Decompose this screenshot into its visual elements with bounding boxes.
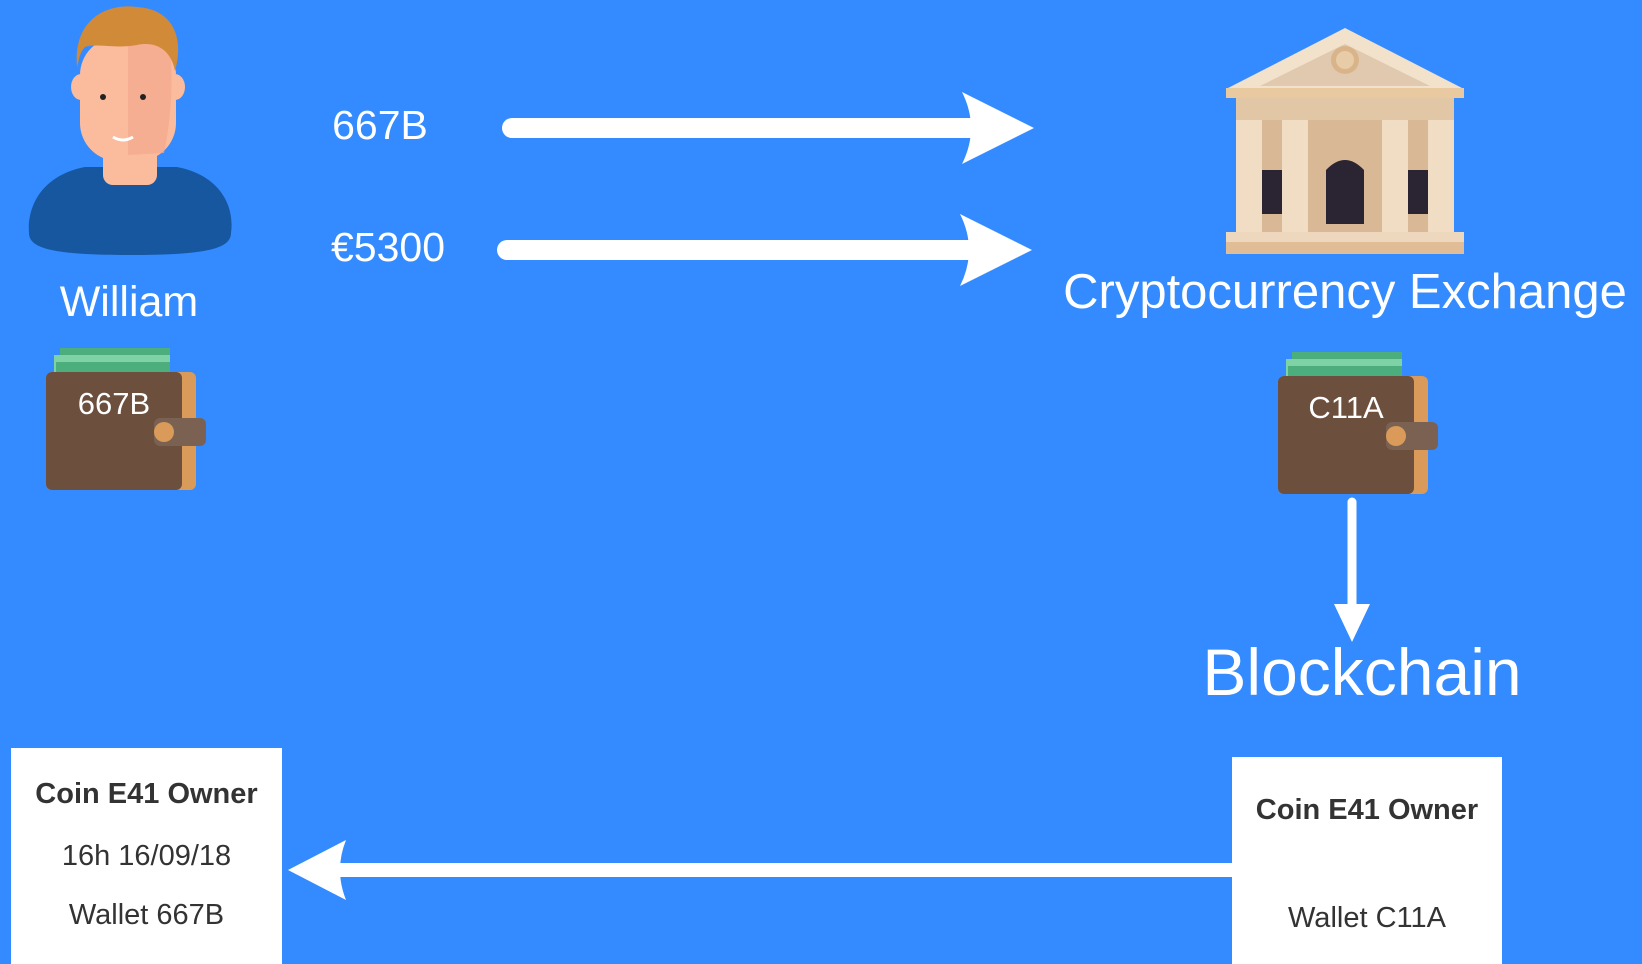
wallet-icon xyxy=(46,348,206,490)
transfer-label-wallet: 667B xyxy=(332,102,428,148)
wallet-id-william: 667B xyxy=(77,386,151,421)
arrow-to-blockchain xyxy=(1334,497,1370,642)
exchange-name: Cryptocurrency Exchange xyxy=(1063,265,1627,319)
bank-icon xyxy=(1226,28,1464,254)
person-name: William xyxy=(59,278,199,326)
blockchain-label: Blockchain xyxy=(1202,635,1522,709)
arrow-to-exchange-top xyxy=(502,92,1034,164)
record-title: Coin E41 Owner xyxy=(35,778,258,810)
record-wallet: Wallet C11A xyxy=(1288,902,1446,934)
owner-record-william: Coin E41 Owner 16h 16/09/18 Wallet 667B xyxy=(11,748,282,964)
record-time: 16h 16/09/18 xyxy=(61,840,232,872)
transfer-label-euro: €5300 xyxy=(330,224,445,270)
wallet-id-exchange: C11A xyxy=(1308,390,1384,425)
owner-record-exchange: Coin E41 Owner Wallet C11A xyxy=(1232,757,1502,964)
record-wallet: Wallet 667B xyxy=(68,899,225,931)
record-title: Coin E41 Owner xyxy=(1255,794,1479,826)
wallet-icon xyxy=(1278,352,1438,494)
arrow-to-exchange-bottom xyxy=(497,214,1032,286)
arrow-to-william-record xyxy=(288,840,1232,900)
person-icon xyxy=(28,6,232,255)
